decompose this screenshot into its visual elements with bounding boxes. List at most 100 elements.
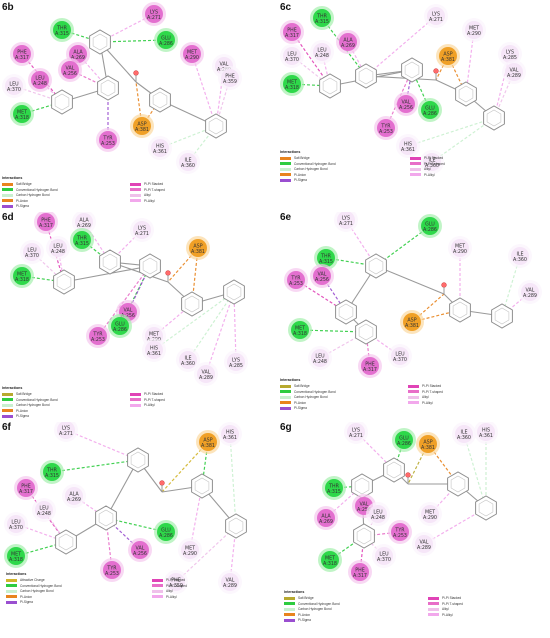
residue-chain-id: A:248	[371, 515, 385, 521]
residue-chain-id: A:359	[223, 79, 237, 85]
carbonyl-oxygen	[405, 472, 411, 478]
residue-chain-id: A:256	[399, 105, 413, 111]
legend-label: Pi-Alkyl	[144, 403, 155, 407]
residue-disc	[61, 61, 79, 79]
legend-swatch	[2, 188, 13, 191]
residue-chain-id: A:269	[67, 497, 81, 503]
residue-chain-id: A:370	[377, 557, 391, 563]
residue-name: LYS	[506, 50, 514, 56]
residue-disc	[313, 267, 331, 285]
ligand-ring	[225, 513, 247, 539]
interaction-line-conv-hbond	[15, 541, 67, 557]
legend-title: Interactions	[2, 386, 23, 390]
residue-name: THR	[328, 484, 340, 490]
residue-chain-id: A:318	[323, 561, 337, 567]
residue-name: LEU	[287, 52, 297, 58]
legend-label: Pi-Pi T-shaped	[166, 583, 187, 588]
residue-disc	[57, 422, 75, 439]
legend-swatch	[130, 199, 141, 202]
legend-item: Pi-Pi T-shaped	[130, 398, 165, 402]
legend-label: Pi-Alkyl	[144, 198, 155, 203]
residue-disc	[283, 47, 301, 65]
interaction-line-pi-pi-tshaped	[97, 265, 151, 337]
residue-name: HIS	[404, 142, 412, 148]
legend-swatch	[284, 602, 295, 605]
residue-name: ASP	[423, 440, 432, 446]
residue-chain-id: A:289	[507, 73, 521, 79]
legend-item: Pi-Pi T-shaped	[428, 602, 463, 606]
residue-chain-id: A:360	[181, 361, 195, 367]
legend-swatch	[280, 401, 291, 404]
residue-chain-id: A:256	[63, 71, 77, 77]
ligand-ring	[335, 299, 357, 325]
residue-disc	[325, 479, 343, 497]
legend-item: Pi-Pi Stacked	[428, 596, 463, 600]
residue-disc	[501, 45, 519, 63]
legend-label: Pi-Anion	[294, 400, 307, 405]
ligand-ring	[51, 89, 73, 115]
residue-chain-id: A:290	[183, 551, 197, 557]
residue-chain-id: A:253	[101, 141, 115, 147]
legend-label: Pi-Pi T-shaped	[442, 601, 463, 606]
legend-item: Pi-Pi T-shaped	[408, 390, 443, 394]
residue-name: HIS	[150, 346, 158, 352]
legend-item: Pi-Pi Stacked	[410, 156, 445, 160]
residue-name: LYS	[432, 12, 440, 18]
ligand-ring-inner	[354, 477, 370, 495]
residue-disc	[321, 551, 339, 569]
ligand-ring-inner	[404, 61, 420, 79]
residue-name: TYR	[380, 124, 391, 130]
legend-item: Conventional Hydrogen Bond	[284, 602, 340, 606]
residue-name: ILE	[516, 252, 523, 258]
legend-swatch	[410, 167, 421, 171]
ligand-ring	[447, 471, 469, 497]
ligand-ring-inner	[54, 93, 70, 111]
residue-disc	[317, 249, 335, 267]
ligand-ring	[355, 63, 377, 89]
legend-label: Conventional Hydrogen Bond	[16, 397, 58, 402]
residue-name: LEU	[9, 82, 19, 88]
ligand-ring	[383, 457, 405, 483]
legend-item: Conventional Hydrogen Bond	[2, 398, 58, 402]
interaction-line-carbon-hbond	[187, 291, 235, 361]
residue-disc	[369, 505, 387, 523]
ligand-ring-inner	[486, 109, 502, 127]
residue-chain-id: A:381	[421, 445, 435, 451]
residue-name: LEU	[11, 520, 21, 526]
residue-name: LEU	[315, 354, 325, 360]
legend-swatch	[410, 156, 421, 160]
residue-name: LYS	[138, 226, 146, 232]
ligand-ring	[483, 105, 505, 131]
residue-name: MET	[149, 332, 159, 338]
residue-chain-id: A:370	[9, 525, 23, 531]
residue-name: VAL	[420, 540, 429, 546]
ligand-ring	[223, 279, 245, 305]
ligand-ring	[139, 253, 161, 279]
residue-name: MET	[325, 556, 335, 562]
residue-chain-id: A:317	[19, 489, 33, 495]
residue-disc	[43, 463, 61, 481]
residue-name: GLU	[399, 436, 409, 442]
interaction-line-carbon-hbond	[153, 291, 235, 351]
residue-name: VAL	[202, 370, 211, 376]
residue-name: THR	[76, 236, 88, 242]
residue-name: MET	[287, 80, 297, 86]
residue-disc	[157, 31, 175, 49]
